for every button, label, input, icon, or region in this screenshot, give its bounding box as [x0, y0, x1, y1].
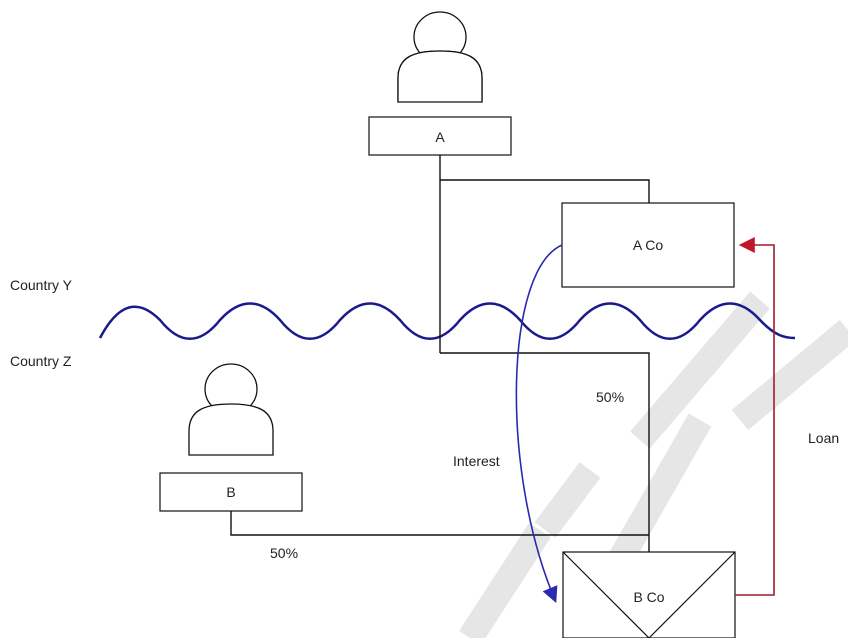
- a-ownership-percent: 50%: [596, 389, 624, 405]
- country-border-wave: [98, 302, 796, 340]
- b-ownership-percent: 50%: [270, 545, 298, 561]
- loan-arrow: [735, 237, 775, 596]
- box-b-co-label: B Co: [633, 589, 664, 605]
- box-a-label: A: [435, 129, 445, 145]
- box-a: [368, 116, 512, 156]
- loan-label: Loan: [808, 430, 839, 446]
- watermark: [459, 291, 848, 638]
- box-b-label: B: [226, 484, 235, 500]
- interest-arrow: [515, 244, 563, 603]
- person-b-icon: [188, 363, 274, 456]
- person-a-icon: [397, 11, 483, 103]
- ownership-lines: [230, 155, 650, 552]
- box-a-co-label: A Co: [633, 237, 664, 253]
- country-z-label: Country Z: [10, 353, 72, 369]
- country-y-label: Country Y: [10, 277, 73, 293]
- box-a-co: [561, 202, 735, 288]
- box-b: [159, 472, 303, 512]
- interest-label: Interest: [453, 453, 500, 469]
